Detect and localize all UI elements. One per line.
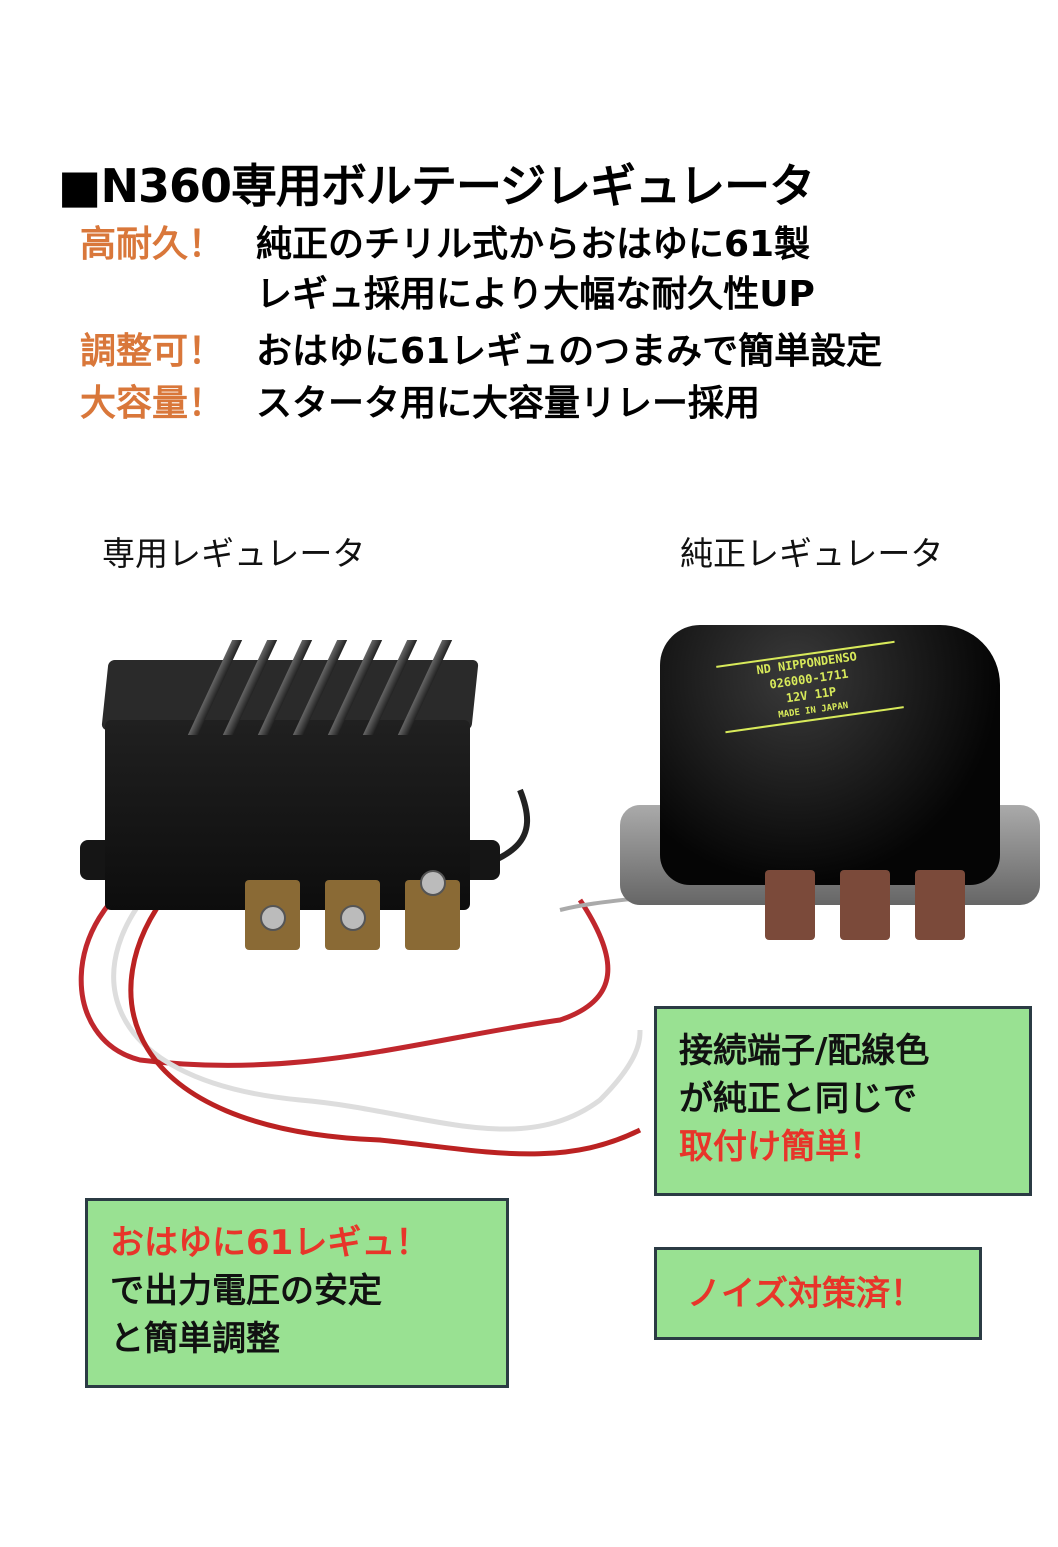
feature-text: スタータ用に大容量リレー採用 bbox=[256, 383, 761, 424]
feature-label: 高耐久！ bbox=[80, 224, 225, 265]
page-title: ■N360専用ボルテージレギュレータ bbox=[58, 159, 815, 213]
callout-text: が純正と同じで bbox=[679, 1079, 917, 1119]
caption-oem-regulator: 純正レギュレータ bbox=[680, 534, 944, 573]
feature-text: レギュ採用により大幅な耐久性UP bbox=[256, 274, 815, 315]
callout-highlight: ノイズ対策済！ bbox=[687, 1274, 924, 1314]
feature-adjustable: 調整可！ おはゆに61レギュのつまみで簡単設定 bbox=[80, 322, 882, 374]
feature-durability: 高耐久！ 純正のチリル式からおはゆに61製 bbox=[80, 215, 810, 267]
callout-text: で出力電圧の安定 bbox=[110, 1271, 382, 1311]
custom-regulator-photo bbox=[80, 640, 500, 970]
callout-highlight: 取付け簡単！ bbox=[679, 1127, 883, 1167]
callout-wiring: 接続端子/配線色 が純正と同じで 取付け簡単！ bbox=[654, 1006, 1032, 1196]
oem-regulator-photo: ND NIPPONDENSO 026000-1711 12V 11P MADE … bbox=[620, 625, 1040, 955]
feature-label: 調整可！ bbox=[80, 331, 225, 372]
feature-capacity: 大容量！ スタータ用に大容量リレー採用 bbox=[80, 374, 760, 426]
caption-custom-regulator: 専用レギュレータ bbox=[102, 534, 366, 573]
callout-regulator: おはゆに61レギュ！ で出力電圧の安定 と簡単調整 bbox=[85, 1198, 509, 1388]
feature-durability-cont: レギュ採用により大幅な耐久性UP bbox=[80, 265, 815, 317]
callout-highlight: おはゆに61レギュ！ bbox=[110, 1223, 430, 1263]
callout-text: 接続端子/配線色 bbox=[679, 1031, 930, 1071]
feature-text: おはゆに61レギュのつまみで簡単設定 bbox=[256, 331, 883, 372]
feature-label: 大容量！ bbox=[80, 383, 225, 424]
feature-text: 純正のチリル式からおはゆに61製 bbox=[256, 224, 811, 265]
callout-text: と簡単調整 bbox=[110, 1319, 280, 1359]
callout-noise: ノイズ対策済！ bbox=[654, 1247, 982, 1340]
